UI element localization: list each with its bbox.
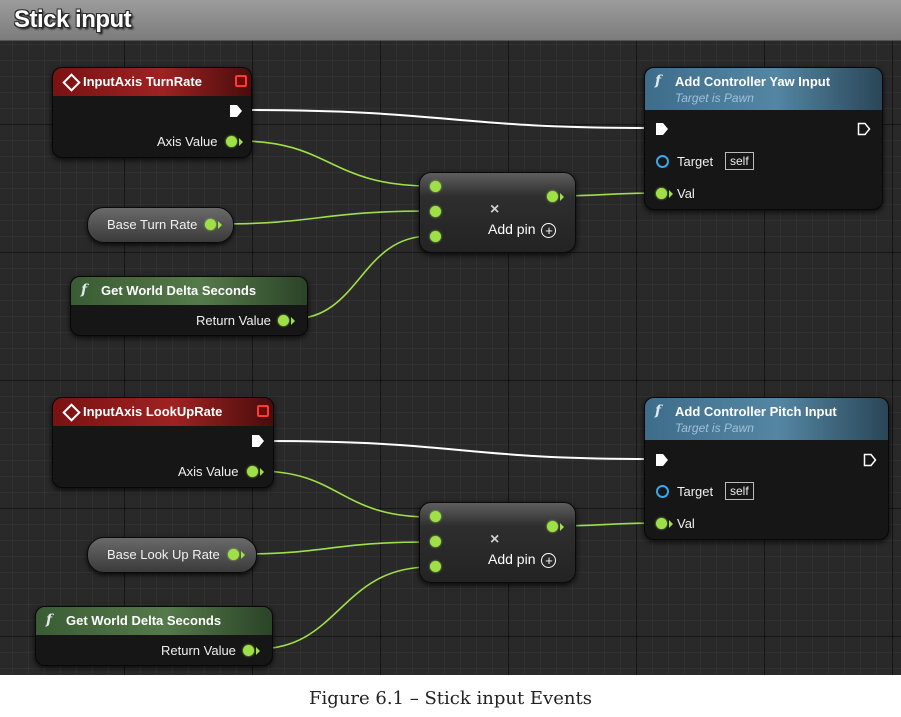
- axis-value-pin[interactable]: [226, 136, 237, 147]
- exec-wire-2[interactable]: [264, 440, 651, 460]
- exec-in-pin[interactable]: [655, 453, 669, 467]
- multiply-input-pin-c[interactable]: [430, 231, 441, 242]
- base-turn-rate-node[interactable]: Base Turn Rate: [87, 207, 234, 243]
- base-turn-rate-pin[interactable]: [205, 219, 216, 230]
- multiply-node-2[interactable]: × Add pin +: [419, 502, 576, 583]
- pin-arrow-icon: [241, 551, 245, 559]
- input-axis-turnrate-node[interactable]: InputAxis TurnRate Axis Value: [52, 67, 252, 158]
- add-pin-button[interactable]: Add pin +: [488, 221, 557, 238]
- function-icon: f: [655, 403, 662, 419]
- multiply-output-pin[interactable]: [547, 191, 558, 202]
- multiply-output-pin[interactable]: [547, 521, 558, 532]
- val-pin[interactable]: [656, 518, 667, 529]
- node-title: Add Controller Yaw Input: [675, 74, 831, 89]
- pin-arrow-icon: [560, 523, 564, 531]
- add-controller-yaw-input-node[interactable]: f Add Controller Yaw Input Target is Paw…: [644, 67, 883, 210]
- node-title: Add Controller Pitch Input: [675, 404, 837, 419]
- axis-value-label: Axis Value: [157, 134, 218, 149]
- node-title: InputAxis LookUpRate: [83, 404, 223, 419]
- look-up-rate-wire[interactable]: [238, 541, 431, 555]
- exec-wire-1[interactable]: [242, 109, 651, 129]
- exec-in-pin[interactable]: [655, 122, 669, 136]
- node-subtitle: Target is Pawn: [675, 91, 754, 105]
- pin-arrow-icon: [239, 138, 243, 146]
- pin-arrow-icon: [218, 221, 222, 229]
- return-value-label: Return Value: [196, 313, 271, 328]
- comment-box-header[interactable]: Stick input: [0, 0, 901, 41]
- target-pin[interactable]: [656, 485, 669, 498]
- pin-arrow-icon: [669, 520, 673, 528]
- node-subtitle: Target is Pawn: [675, 421, 754, 435]
- multiply-input-pin-c[interactable]: [430, 561, 441, 572]
- axis-value-pin[interactable]: [247, 466, 258, 477]
- multiply-input-pin-b[interactable]: [430, 536, 441, 547]
- diamond-icon: [62, 403, 81, 422]
- axis-value-wire-1[interactable]: [239, 140, 431, 187]
- input-axis-lookuprate-node[interactable]: InputAxis LookUpRate Axis Value: [52, 397, 274, 488]
- exec-out-pin[interactable]: [251, 434, 265, 448]
- plus-circle-icon[interactable]: +: [541, 553, 557, 568]
- multiply-input-pin-b[interactable]: [430, 206, 441, 217]
- node-title: Get World Delta Seconds: [66, 613, 222, 628]
- stop-icon[interactable]: [235, 75, 247, 87]
- add-controller-pitch-input-node[interactable]: f Add Controller Pitch Input Target is P…: [644, 397, 889, 540]
- comment-title: Stick input: [14, 6, 132, 33]
- axis-value-wire-2[interactable]: [257, 470, 431, 518]
- node-title: Get World Delta Seconds: [101, 283, 257, 298]
- multiply-icon: ×: [490, 531, 500, 548]
- pin-arrow-icon: [669, 190, 673, 198]
- multiply-icon: ×: [490, 201, 500, 218]
- self-default-value[interactable]: self: [725, 482, 754, 500]
- axis-value-label: Axis Value: [178, 464, 239, 479]
- exec-out-pin[interactable]: [857, 122, 871, 136]
- pure-function-header: f Get World Delta Seconds: [36, 607, 272, 635]
- delta-wire-1[interactable]: [291, 235, 431, 320]
- variable-label: Base Look Up Rate: [107, 547, 220, 562]
- multiply-input-pin-a[interactable]: [430, 511, 441, 522]
- pin-arrow-icon: [560, 193, 564, 201]
- plus-circle-icon[interactable]: +: [541, 223, 557, 238]
- target-label: Target: [677, 484, 714, 499]
- multiply-node-1[interactable]: × Add pin +: [419, 172, 576, 253]
- self-default-value[interactable]: self: [725, 152, 754, 170]
- return-value-label: Return Value: [161, 643, 236, 658]
- function-node-header: f Add Controller Yaw Input Target is Paw…: [645, 68, 882, 110]
- add-pin-button[interactable]: Add pin +: [488, 551, 557, 568]
- pin-arrow-icon: [260, 468, 264, 476]
- node-title: InputAxis TurnRate: [83, 74, 202, 89]
- function-icon: f: [81, 282, 88, 298]
- target-pin[interactable]: [656, 155, 669, 168]
- turn-rate-wire[interactable]: [215, 210, 431, 225]
- target-label: Target: [677, 154, 714, 169]
- get-world-delta-seconds-node-1[interactable]: f Get World Delta Seconds Return Value: [70, 276, 308, 336]
- stop-icon[interactable]: [257, 405, 269, 417]
- val-label: Val: [677, 516, 695, 531]
- exec-out-pin[interactable]: [229, 104, 243, 118]
- blueprint-graph-canvas[interactable]: Stick input InputAxis TurnRate Axis Valu…: [0, 0, 901, 675]
- pure-function-header: f Get World Delta Seconds: [71, 277, 307, 305]
- add-pin-label: Add pin: [488, 551, 536, 567]
- variable-label: Base Turn Rate: [107, 217, 198, 232]
- base-look-up-rate-pin[interactable]: [228, 549, 239, 560]
- multiply-input-pin-a[interactable]: [430, 181, 441, 192]
- pin-arrow-icon: [256, 647, 260, 655]
- event-node-header: InputAxis TurnRate: [53, 68, 251, 96]
- event-node-header: InputAxis LookUpRate: [53, 398, 273, 426]
- get-world-delta-seconds-node-2[interactable]: f Get World Delta Seconds Return Value: [35, 606, 273, 666]
- val-label: Val: [677, 186, 695, 201]
- return-value-pin[interactable]: [243, 645, 254, 656]
- function-icon: f: [46, 612, 53, 628]
- diamond-icon: [62, 73, 81, 92]
- base-look-up-rate-node[interactable]: Base Look Up Rate: [87, 537, 257, 573]
- delta-wire-2[interactable]: [256, 566, 431, 650]
- function-node-header: f Add Controller Pitch Input Target is P…: [645, 398, 888, 440]
- add-pin-label: Add pin: [488, 221, 536, 237]
- exec-out-pin[interactable]: [863, 453, 877, 467]
- figure-caption: Figure 6.1 – Stick input Events: [309, 688, 592, 709]
- return-value-pin[interactable]: [278, 315, 289, 326]
- pin-arrow-icon: [291, 317, 295, 325]
- val-pin[interactable]: [656, 188, 667, 199]
- function-icon: f: [655, 73, 662, 89]
